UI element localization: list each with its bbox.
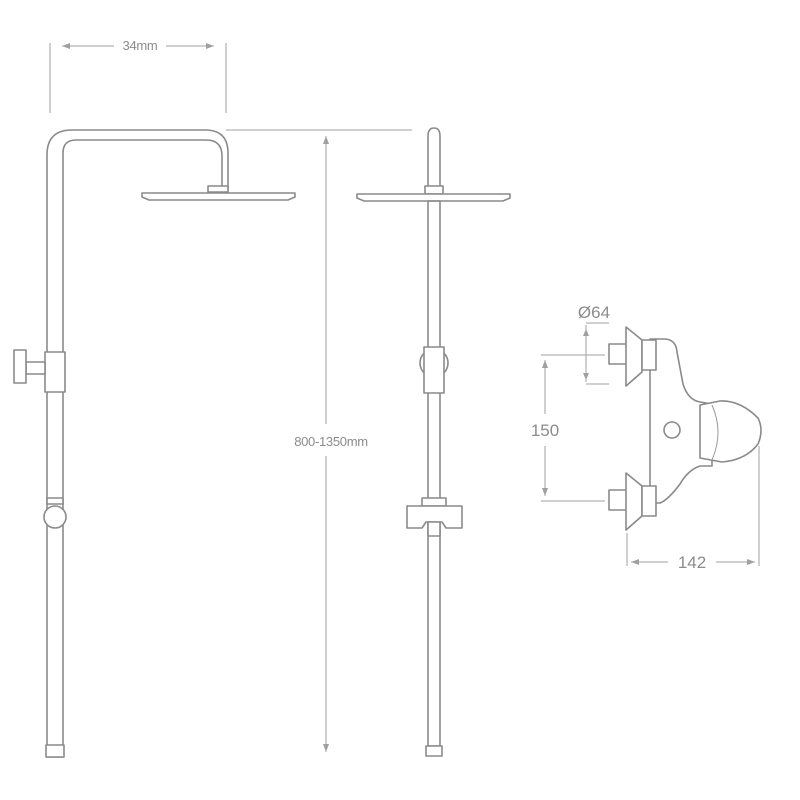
mixer-valve-detail: [608, 326, 762, 531]
mixer-depth-label: 142: [678, 553, 706, 572]
dim-inlet-diameter: Ø64: [578, 303, 610, 385]
shower-side-view: [13, 129, 296, 758]
side-slider-knob: [43, 505, 67, 529]
dim-height: 800-1350mm: [226, 129, 412, 752]
mixer-button: [663, 421, 681, 439]
mixer-upper-nipple: [608, 343, 628, 365]
side-wall-bracket: [44, 351, 66, 393]
mixer-upper-nut: [641, 339, 657, 371]
front-wall-bracket: [423, 346, 445, 394]
mixer-handle: [699, 400, 762, 463]
mixer-handle-grip: [711, 404, 719, 461]
head-width-label: 34mm: [123, 38, 158, 53]
inlet-diameter-label: Ø64: [578, 303, 610, 322]
mixer-lower-nipple: [608, 489, 628, 511]
mixer-lower-nut: [641, 485, 657, 517]
inlet-spacing-label: 150: [531, 421, 559, 440]
front-riser-top: [427, 127, 441, 188]
front-slider-sleeve: [427, 521, 441, 537]
front-slider-body: [421, 497, 447, 507]
dim-inlet-spacing: 150: [531, 354, 605, 502]
front-shower-head: [356, 193, 511, 202]
dim-head-width: 34mm: [49, 38, 227, 113]
dim-mixer-depth: 142: [626, 446, 760, 572]
height-range-label: 800-1350mm: [294, 434, 368, 449]
front-bottom-cap: [425, 745, 443, 757]
side-bracket-arm: [25, 361, 46, 375]
side-riser-arm: [46, 129, 229, 758]
side-bottom-cap: [45, 744, 65, 758]
front-riser-pipe: [427, 200, 441, 747]
front-head-connector: [424, 185, 444, 195]
side-head-connector: [207, 185, 229, 193]
front-slider-block: [406, 505, 463, 529]
side-joint: [46, 497, 64, 505]
side-shower-head: [141, 192, 296, 201]
shower-front-view: [356, 127, 511, 757]
mixer-upper-flange: [625, 326, 643, 387]
mixer-lower-flange: [625, 472, 643, 531]
side-bracket-flange: [13, 349, 27, 384]
